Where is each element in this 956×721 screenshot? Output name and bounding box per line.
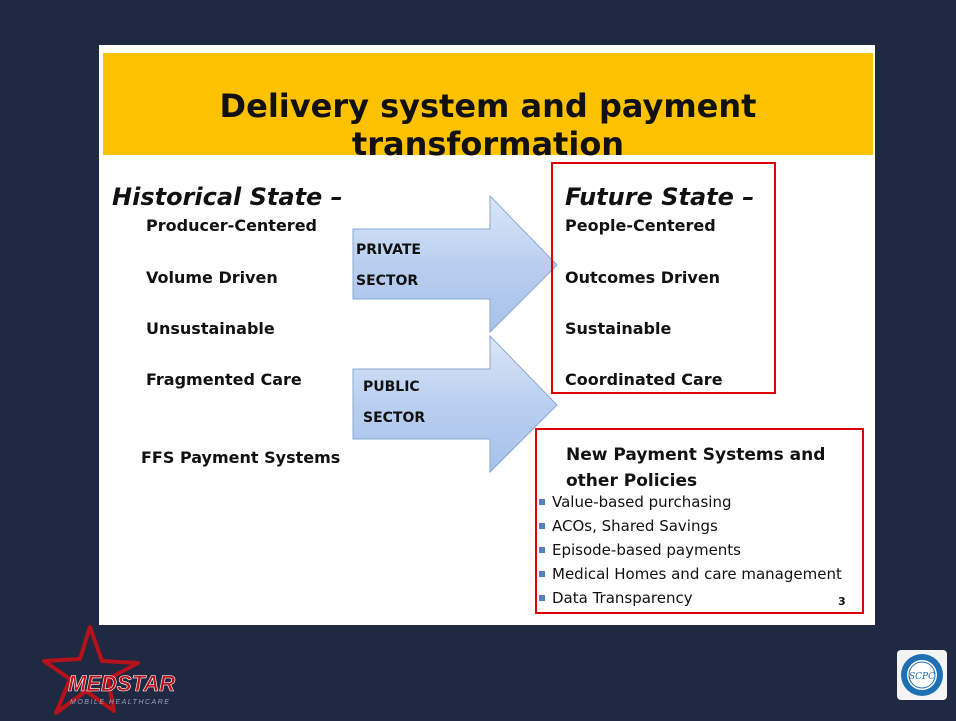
bullet-icon — [539, 571, 545, 577]
new-payment-box — [535, 428, 864, 614]
bullet-icon — [539, 499, 545, 505]
historical-heading: Historical State – — [112, 183, 343, 211]
list-item: ACOs, Shared Savings — [539, 514, 842, 538]
new-payment-title: New Payment Systems and other Policies — [566, 445, 826, 491]
private-sector-arrow — [352, 195, 558, 334]
future-item: Sustainable — [565, 319, 672, 338]
page-number: 3 — [838, 595, 846, 608]
new-payment-list: Value-based purchasing ACOs, Shared Savi… — [539, 490, 842, 610]
future-item: People-Centered — [565, 216, 716, 235]
bullet-icon — [539, 523, 545, 529]
historical-item: FFS Payment Systems — [141, 448, 341, 467]
medstar-logo-subtext: MOBILE HEALTHCARE — [70, 699, 170, 706]
historical-item: Producer-Centered — [146, 216, 317, 235]
list-item: Value-based purchasing — [539, 490, 842, 514]
seal-logo: SCPC — [897, 650, 947, 700]
future-state-box — [551, 162, 776, 394]
slide-title: Delivery system and payment transformati… — [219, 87, 757, 163]
bullet-icon — [539, 595, 545, 601]
list-item: Medical Homes and care management — [539, 562, 842, 586]
medstar-logo-text: MEDSTAR — [68, 671, 175, 696]
medstar-logo: MEDSTAR MOBILE HEALTHCARE — [42, 625, 176, 715]
bullet-icon — [539, 547, 545, 553]
future-item: Outcomes Driven — [565, 268, 721, 287]
public-sector-arrow — [352, 335, 558, 474]
future-item: Coordinated Care — [565, 370, 723, 389]
slide: Delivery system and payment transformati… — [99, 45, 875, 625]
seal-icon: SCPC — [901, 654, 943, 696]
future-heading: Future State – — [565, 183, 755, 211]
private-sector-label: PRIVATE SECTOR — [356, 242, 421, 289]
public-sector-label: PUBLIC SECTOR — [363, 379, 426, 426]
historical-item: Fragmented Care — [146, 370, 302, 389]
historical-item: Volume Driven — [146, 268, 278, 287]
title-bar: Delivery system and payment transformati… — [103, 53, 873, 163]
historical-item: Unsustainable — [146, 319, 275, 338]
list-item: Data Transparency — [539, 586, 842, 610]
list-item: Episode-based payments — [539, 538, 842, 562]
seal-text: SCPC — [909, 672, 935, 682]
star-icon — [42, 625, 140, 715]
